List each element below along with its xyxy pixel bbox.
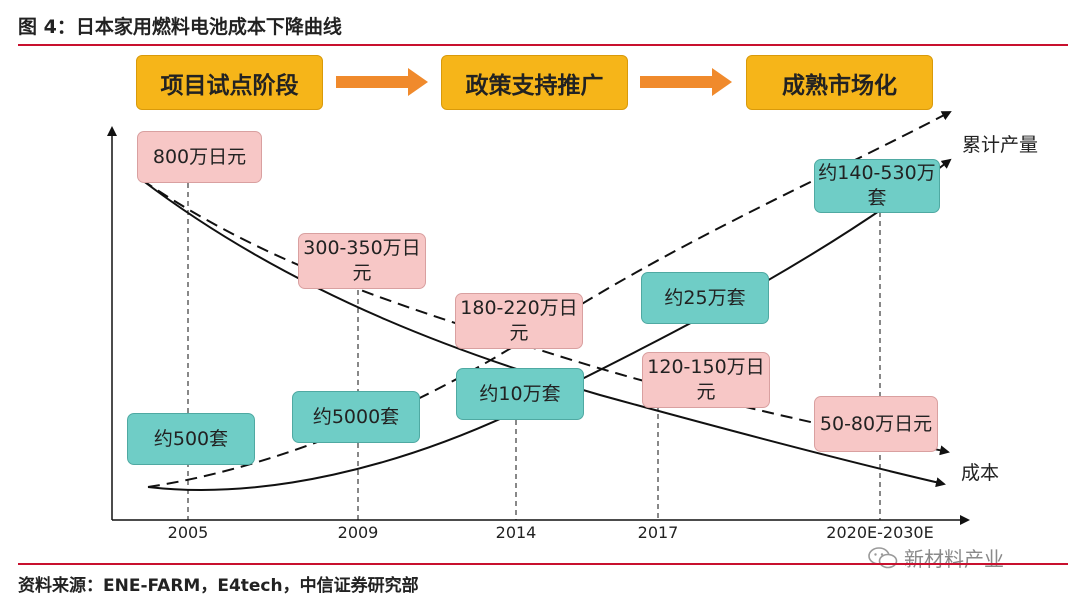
stage-arrow-1 [336, 68, 428, 96]
cost-curve-solid [141, 179, 946, 488]
volume-box-2009: 约5000套 [292, 391, 420, 443]
stage-pilot: 项目试点阶段 [136, 55, 323, 110]
watermark: 新材料产业 [868, 543, 1004, 572]
cost-box-2009: 300-350万日元 [298, 233, 426, 289]
volume-box-2025: 约140-530万套 [814, 159, 940, 213]
year-guides [187, 183, 881, 520]
watermark-text: 新材料产业 [904, 547, 1004, 571]
volume-curve-label: 累计产量 [962, 134, 1039, 156]
cost-box-2017: 120-150万日元 [642, 352, 770, 408]
cost-box-2014: 180-220万日元 [455, 293, 583, 349]
cost-box-2005: 800万日元 [137, 131, 262, 183]
volume-box-2005: 约500套 [127, 413, 255, 465]
x-tick-2009: 2009 [337, 523, 379, 542]
figure-title: 图 4：日本家用燃料电池成本下降曲线 [18, 16, 342, 38]
source-note: 资料来源：ENE-FARM，E4tech，中信证券研究部 [18, 576, 419, 596]
x-tick-2005: 2005 [167, 523, 209, 542]
x-tick-2020e-2030e: 2020E-2030E [826, 523, 934, 542]
cost-box-2025: 50-80万日元 [814, 396, 938, 452]
volume-box-2017: 约25万套 [641, 272, 769, 324]
top-divider [18, 44, 1068, 46]
stage-arrow-2 [640, 68, 732, 96]
x-tick-2017: 2017 [637, 523, 679, 542]
stage-mature: 成熟市场化 [746, 55, 933, 110]
bottom-divider [18, 563, 1068, 565]
cost-curve-label: 成本 [961, 462, 1000, 484]
stage-policy: 政策支持推广 [441, 55, 628, 110]
wechat-icon [868, 546, 898, 568]
x-tick-2014: 2014 [495, 523, 537, 542]
volume-box-2014: 约10万套 [456, 368, 584, 420]
